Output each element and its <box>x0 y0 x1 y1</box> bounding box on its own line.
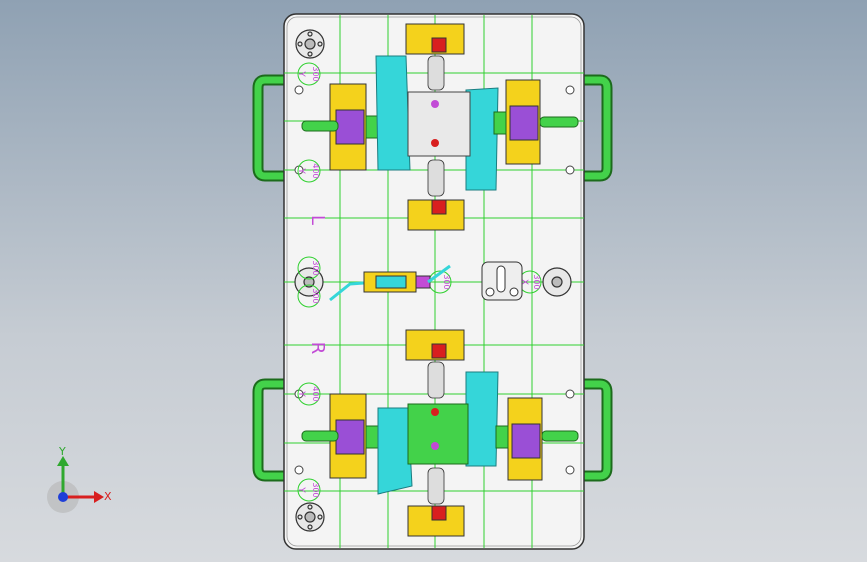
locating-bushings <box>294 29 572 532</box>
coord-balloons <box>297 62 542 502</box>
triad-y-label: Y <box>58 445 66 458</box>
top-right-rod <box>539 116 579 128</box>
top-left-clamp-body <box>335 109 365 145</box>
coord-label-4: 300 <box>311 288 320 303</box>
top-left-block <box>365 115 379 139</box>
coord-label-3: 300 <box>311 260 320 275</box>
coordinate-triad[interactable]: Y X <box>47 445 112 513</box>
top-fixture <box>301 23 579 231</box>
side-label-left: L <box>307 215 328 225</box>
coord-labels: 300 Y 400 Y 300 300 400 Y 300 Y 300 300 … <box>296 66 541 497</box>
coord-label-8: 300 <box>532 274 541 289</box>
coord-label-5: 400 <box>311 386 320 401</box>
coord-label-2: 400 <box>311 163 320 178</box>
top-left-cyan-block <box>375 55 411 171</box>
triad-origin <box>58 492 68 502</box>
coord-label-6: 300 <box>311 482 320 497</box>
side-label-right: R <box>307 342 328 355</box>
bottom-fixture <box>301 329 579 537</box>
top-right-block <box>493 111 507 135</box>
coord-axis-5: Y <box>296 390 306 397</box>
coord-axis-2: Y <box>296 167 306 174</box>
coord-axis-1: Y <box>296 70 306 77</box>
top-left-rod <box>301 120 339 132</box>
right-handles <box>584 74 613 482</box>
small-holes <box>294 85 575 475</box>
top-right-clamp-body <box>509 105 539 141</box>
top-center-frame <box>407 91 471 157</box>
coord-label-7: 300 <box>442 274 451 289</box>
top-right-cyan-block <box>465 87 499 191</box>
triad-x-label: X <box>104 490 112 503</box>
coord-axis-8: X <box>519 279 529 285</box>
center-part <box>329 261 523 302</box>
coord-label-1: 300 <box>311 66 320 81</box>
coord-axis-6: Y <box>296 486 306 493</box>
left-handles <box>252 74 284 482</box>
